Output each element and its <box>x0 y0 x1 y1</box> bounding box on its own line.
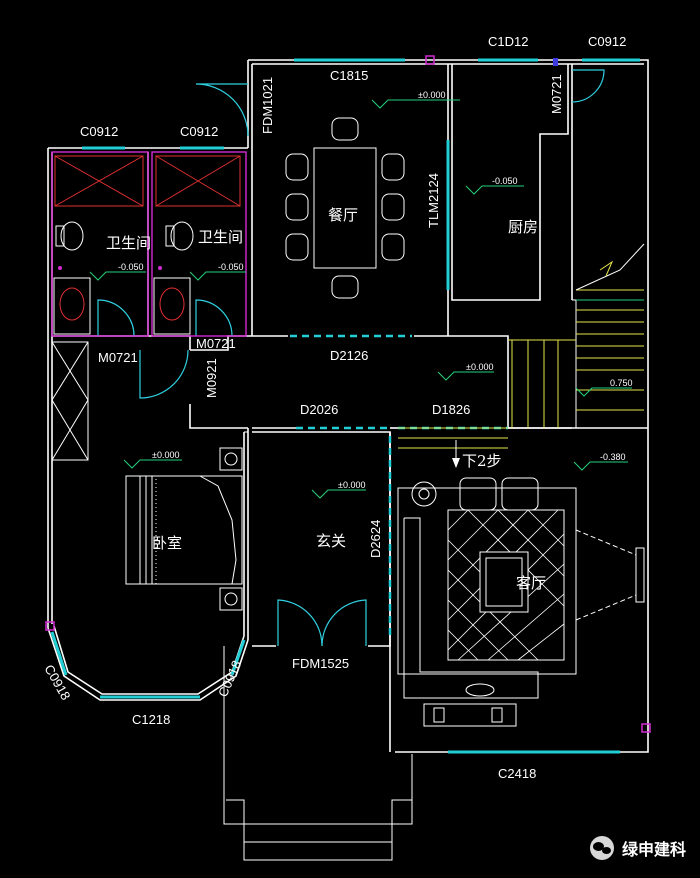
svg-text:-0.050: -0.050 <box>492 176 518 186</box>
living-furniture <box>397 477 645 727</box>
label-m0921: M0921 <box>204 358 219 398</box>
room-dining: 餐厅 <box>328 206 358 224</box>
label-tlm2124: TLM2124 <box>426 173 441 228</box>
label-c0918-left: C0918 <box>41 662 73 703</box>
label-c0912-bath-right: C0912 <box>180 124 218 139</box>
label-c0912-top-right: C0912 <box>588 34 626 49</box>
label-d2126: D2126 <box>330 348 368 363</box>
level-marker-foyer: ±0.000 <box>311 480 366 499</box>
level-marker-living: -0.380 <box>573 452 628 471</box>
level-marker-bath-left: -0.050 <box>89 262 146 281</box>
label-fdm1021: FDM1021 <box>260 77 275 134</box>
svg-text:-0.380: -0.380 <box>600 452 626 462</box>
watermark: 绿申建科 <box>589 836 686 860</box>
room-kitchen: 厨房 <box>508 218 538 236</box>
room-bath-right: 卫生间 <box>198 228 243 246</box>
svg-text:±0.000: ±0.000 <box>152 450 179 460</box>
room-bedroom: 卧室 <box>152 534 182 552</box>
room-living: 客厅 <box>516 574 546 592</box>
label-fdm1525: FDM1525 <box>292 656 349 671</box>
svg-text:0.750: 0.750 <box>610 378 633 388</box>
label-c0912-bath-left: C0912 <box>80 124 118 139</box>
down-arrow <box>452 440 460 468</box>
level-marker-bath-right: -0.050 <box>189 262 246 281</box>
interior-walls <box>52 64 648 861</box>
label-d2026: D2026 <box>300 402 338 417</box>
label-c1d12: C1D12 <box>488 34 528 49</box>
label-m0721-kitchen: M0721 <box>549 74 564 114</box>
label-c1815: C1815 <box>330 68 368 83</box>
bathroom-fixtures <box>51 151 247 461</box>
dining-table <box>285 117 405 299</box>
opening-labels: C1D12 C0912 C1815 FDM1021 M0721 C0912 C0… <box>41 34 626 781</box>
room-bath-left: 卫生间 <box>106 234 151 252</box>
svg-text:±0.000: ±0.000 <box>418 90 445 100</box>
level-marker-kitchen: -0.050 <box>465 176 524 195</box>
label-m0721-bath-left: M0721 <box>98 350 138 365</box>
room-labels: 餐厅 厨房 卫生间 卫生间 卧室 玄关 客厅 下2步 <box>106 206 546 592</box>
wechat-icon <box>589 836 614 860</box>
svg-text:±0.000: ±0.000 <box>466 362 493 372</box>
staircase <box>398 243 645 449</box>
label-d1826: D1826 <box>432 402 470 417</box>
watermark-text: 绿申建科 <box>621 840 686 859</box>
svg-text:-0.050: -0.050 <box>118 262 144 272</box>
level-marker-stair: 0.750 <box>575 378 633 397</box>
svg-text:±0.000: ±0.000 <box>338 480 365 490</box>
windows <box>50 58 640 754</box>
label-c0918-right: C0918 <box>215 658 244 699</box>
level-marker-bedroom: ±0.000 <box>123 450 182 469</box>
label-d2624: D2624 <box>368 520 383 558</box>
label-c2418: C2418 <box>498 766 536 781</box>
room-foyer: 玄关 <box>316 532 346 550</box>
level-marker-dining: ±0.000 <box>371 90 460 109</box>
column-markers <box>45 55 651 733</box>
annotation-down-steps: 下2步 <box>462 452 502 470</box>
doors <box>97 69 605 647</box>
label-m0721-bath-right: M0721 <box>196 336 236 351</box>
level-marker-hall: ±0.000 <box>437 362 494 381</box>
svg-text:-0.050: -0.050 <box>218 262 244 272</box>
bed <box>125 431 248 611</box>
label-c1218: C1218 <box>132 712 170 727</box>
